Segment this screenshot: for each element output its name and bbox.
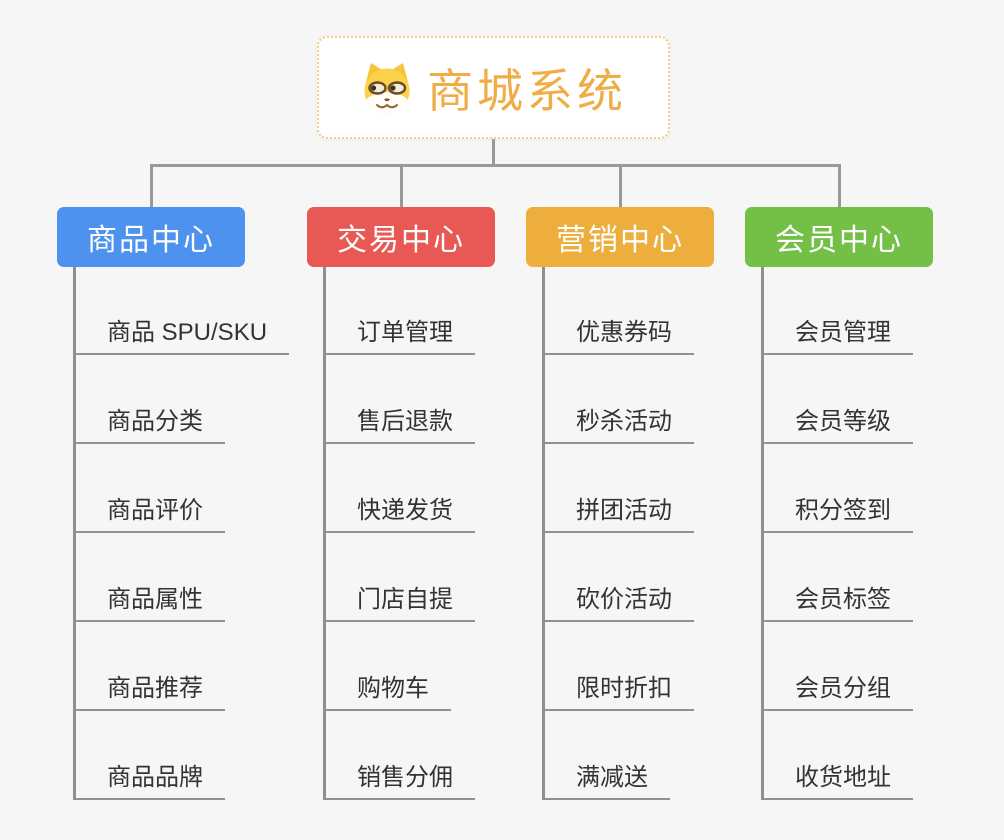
branch-header[interactable]: 会员中心 (745, 207, 933, 267)
branch-item[interactable]: 满减送 (545, 711, 670, 800)
branch-item[interactable]: 销售分佣 (326, 711, 475, 800)
branch-2: 交易中心订单管理售后退款快递发货门店自提购物车销售分佣 (307, 207, 495, 800)
branch-item[interactable]: 商品分类 (76, 355, 225, 444)
branch-4: 会员中心会员管理会员等级积分签到会员标签会员分组收货地址 (745, 207, 933, 800)
branch-item[interactable]: 收货地址 (764, 711, 913, 800)
branch-item[interactable]: 订单管理 (326, 267, 475, 355)
branch-item[interactable]: 门店自提 (326, 533, 475, 622)
root-title: 商城系统 (427, 64, 627, 117)
connector-root-stub (492, 139, 495, 166)
connector-drop (837, 164, 841, 208)
branch-item[interactable]: 限时折扣 (545, 622, 694, 711)
branch-header[interactable]: 商品中心 (57, 207, 245, 267)
branch-header[interactable]: 交易中心 (307, 207, 495, 267)
connector-drop (618, 164, 622, 208)
connector-horizontal (150, 164, 841, 167)
branch-3: 营销中心优惠券码秒杀活动拼团活动砍价活动限时折扣满减送 (526, 207, 714, 800)
branch-item[interactable]: 快递发货 (326, 444, 475, 533)
branch-header[interactable]: 营销中心 (526, 207, 714, 267)
root-node[interactable]: 商城系统 (317, 36, 670, 139)
branch-item[interactable]: 会员标签 (764, 533, 913, 622)
branch-item[interactable]: 商品推荐 (76, 622, 225, 711)
branch-item[interactable]: 积分签到 (764, 444, 913, 533)
branch-item[interactable]: 购物车 (326, 622, 451, 711)
connector-drop (149, 164, 153, 208)
dog-face-icon (360, 62, 414, 114)
branch-item[interactable]: 优惠券码 (545, 267, 694, 355)
branch-item-list: 优惠券码秒杀活动拼团活动砍价活动限时折扣满减送 (542, 267, 694, 800)
branch-item[interactable]: 会员管理 (764, 267, 913, 355)
branch-item-list: 会员管理会员等级积分签到会员标签会员分组收货地址 (761, 267, 913, 800)
branch-item[interactable]: 商品属性 (76, 533, 225, 622)
branch-item-list: 订单管理售后退款快递发货门店自提购物车销售分佣 (323, 267, 475, 800)
branch-item[interactable]: 商品品牌 (76, 711, 225, 800)
branch-item[interactable]: 秒杀活动 (545, 355, 694, 444)
branch-item[interactable]: 拼团活动 (545, 444, 694, 533)
connector-drop (399, 164, 403, 208)
branch-item[interactable]: 会员分组 (764, 622, 913, 711)
branch-item[interactable]: 砍价活动 (545, 533, 694, 622)
branch-item[interactable]: 售后退款 (326, 355, 475, 444)
branch-item[interactable]: 商品评价 (76, 444, 225, 533)
branch-item[interactable]: 商品 SPU/SKU (76, 267, 290, 355)
branch-item[interactable]: 会员等级 (764, 355, 913, 444)
